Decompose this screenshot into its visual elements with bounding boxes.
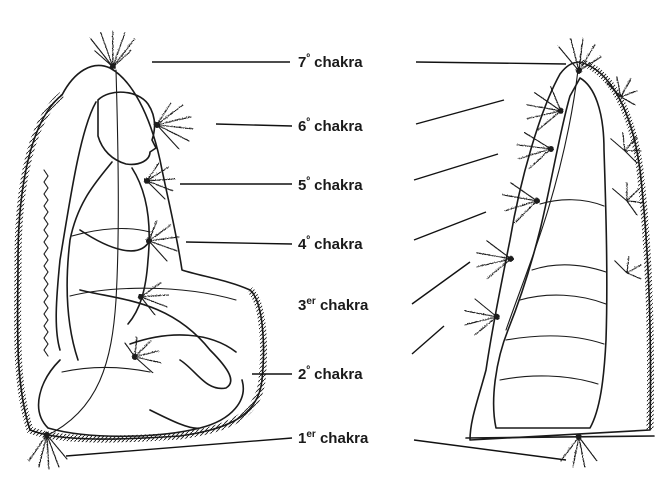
chakra-vortex-icon <box>153 102 192 148</box>
side-fold-2 <box>532 265 606 272</box>
aura-outline-left <box>18 66 264 440</box>
leader-4-left <box>186 242 292 244</box>
leader-1-right <box>414 440 566 460</box>
leader-2-right <box>412 326 444 354</box>
chakra-vortex-icon <box>614 256 640 278</box>
label-chakra-7: 7º chakra <box>298 53 363 71</box>
label-chakra-5: 5º chakra <box>298 176 363 194</box>
aura-hatching-right <box>580 62 651 430</box>
seated-figure <box>18 66 264 440</box>
label-chakra-2: 2º chakra <box>298 365 363 383</box>
label-chakra-4: 4º chakra <box>298 235 363 253</box>
torso <box>67 162 149 360</box>
leader-4-right <box>414 212 486 240</box>
chakra-vortex-icon <box>612 182 642 214</box>
side-fold-4 <box>506 336 604 344</box>
spine <box>44 170 48 356</box>
chakra-labels: 7º chakra 6º chakra 5º chakra 4º chakra … <box>298 53 369 447</box>
band-hips <box>62 368 150 373</box>
leader-7-right <box>416 62 566 64</box>
side-body <box>494 78 607 428</box>
arm <box>80 230 231 388</box>
chakra-vortex-icon <box>476 240 513 278</box>
side-figure <box>466 62 654 440</box>
aura-outline-right <box>470 62 651 440</box>
label-chakra-1: 1er chakra <box>298 429 369 447</box>
band-waist <box>70 288 236 300</box>
vortices-left <box>28 30 192 468</box>
chakra-vortex-icon <box>137 282 168 314</box>
chakra-vortex-icon <box>124 336 160 372</box>
chakra-vortex-icon <box>560 433 596 466</box>
ground-line <box>466 436 654 438</box>
leader-3-right <box>412 262 470 304</box>
head <box>98 92 156 164</box>
hair <box>56 102 96 350</box>
chakra-vortex-icon <box>143 162 174 198</box>
side-fold-3 <box>520 295 606 304</box>
leader-6-left <box>216 124 292 126</box>
chakra-vortex-icon <box>145 220 178 260</box>
side-fold-5 <box>500 376 598 384</box>
leader-6-right <box>416 100 504 124</box>
vortices-right <box>464 38 642 466</box>
energy-channel <box>46 70 118 436</box>
label-chakra-6: 6º chakra <box>298 117 363 135</box>
label-chakra-3: 3er chakra <box>298 296 369 314</box>
chakra-vortex-icon <box>90 30 134 69</box>
leader-5-right <box>414 154 498 180</box>
